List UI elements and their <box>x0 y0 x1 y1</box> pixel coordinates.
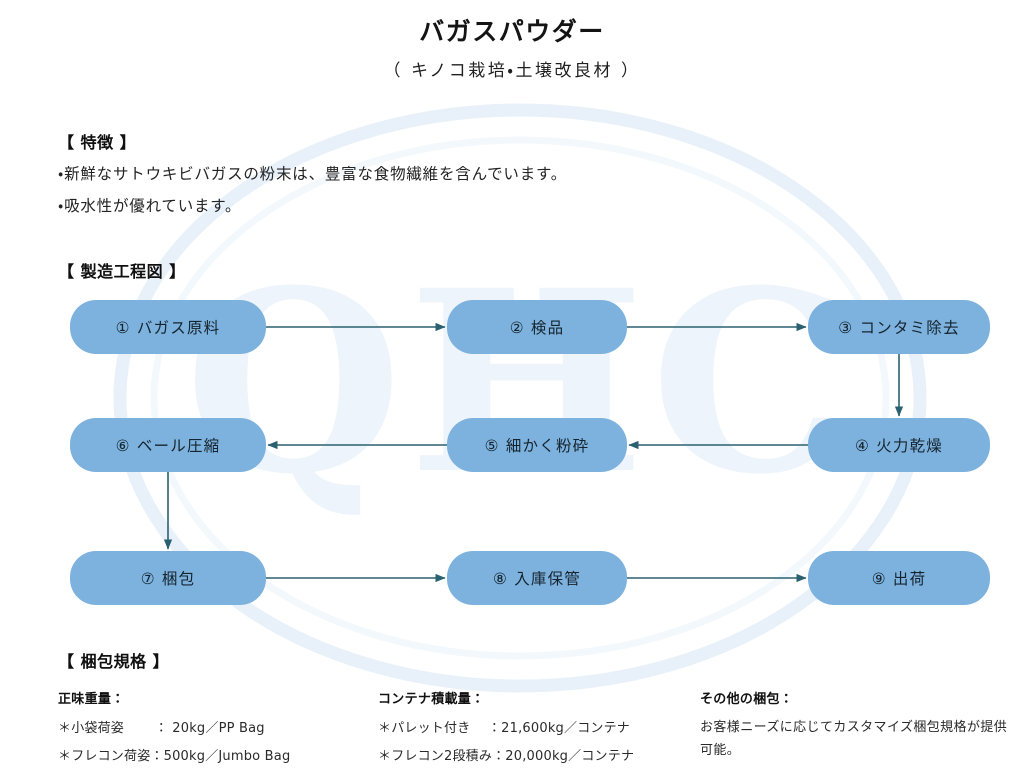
packaging-column-title: コンテナ積載量： <box>378 692 485 707</box>
flow-node-label: ⑥ ベール圧縮 <box>115 437 221 455</box>
flow-node-n1[interactable]: ① バガス原料 <box>70 300 266 354</box>
packaging-line: お客様ニーズに応じてカスタマイズ梱包規格が提供可能。 <box>700 720 1008 758</box>
packaging-line: ＊パレット付き ：21,600kg／コンテナ <box>378 721 631 736</box>
page-subtitle: （ キノコ栽培・土壌改良材 ） <box>383 61 641 81</box>
packaging-column-title: 正味重量： <box>58 692 125 707</box>
packaging-line: ＊小袋荷姿 ： 20kg／PP Bag <box>58 721 265 736</box>
packaging-heading: 【 梱包規格 】 <box>58 652 170 671</box>
flow-node-label: ③ コンタミ除去 <box>838 319 960 337</box>
packaging-column-title: その他の梱包： <box>700 692 794 707</box>
flow-node-n2[interactable]: ② 検品 <box>447 300 627 354</box>
flow-node-n6[interactable]: ⑥ ベール圧縮 <box>70 418 266 472</box>
flow-node-label: ⑨ 出荷 <box>871 570 927 588</box>
flow-node-label: ① バガス原料 <box>115 319 221 337</box>
packaging-column: その他の梱包： お客様ニーズに応じてカスタマイズ梱包規格が提供可能。 <box>700 688 1010 772</box>
flow-node-label: ⑧ 入庫保管 <box>492 570 582 588</box>
packaging-line: ＊フレコン2段積み：20,000kg／コンテナ <box>378 749 635 764</box>
flow-node-n9[interactable]: ⑨ 出荷 <box>808 551 990 605</box>
flow-node-n3[interactable]: ③ コンタミ除去 <box>808 300 990 354</box>
flow-node-n7[interactable]: ⑦ 梱包 <box>70 551 266 605</box>
flow-node-label: ⑦ 梱包 <box>140 570 196 588</box>
flow-node-n5[interactable]: ⑤ 細かく粉砕 <box>447 418 627 472</box>
packaging-column: 正味重量： ＊小袋荷姿 ： 20kg／PP Bag ＊フレコン荷姿：500kg／… <box>58 688 378 773</box>
flow-node-label: ⑤ 細かく粉砕 <box>484 437 590 455</box>
packaging-column: コンテナ積載量： ＊パレット付き ：21,600kg／コンテナ ＊フレコン2段積… <box>378 688 698 773</box>
flow-node-label: ② 検品 <box>509 319 565 337</box>
packaging-line: ＊フレコン荷姿：500kg／Jumbo Bag <box>58 749 291 764</box>
flow-node-n4[interactable]: ④ 火力乾燥 <box>808 418 990 472</box>
page-title: バガスパウダー <box>419 17 605 46</box>
flow-node-n8[interactable]: ⑧ 入庫保管 <box>447 551 627 605</box>
flow-node-label: ④ 火力乾燥 <box>854 437 944 455</box>
